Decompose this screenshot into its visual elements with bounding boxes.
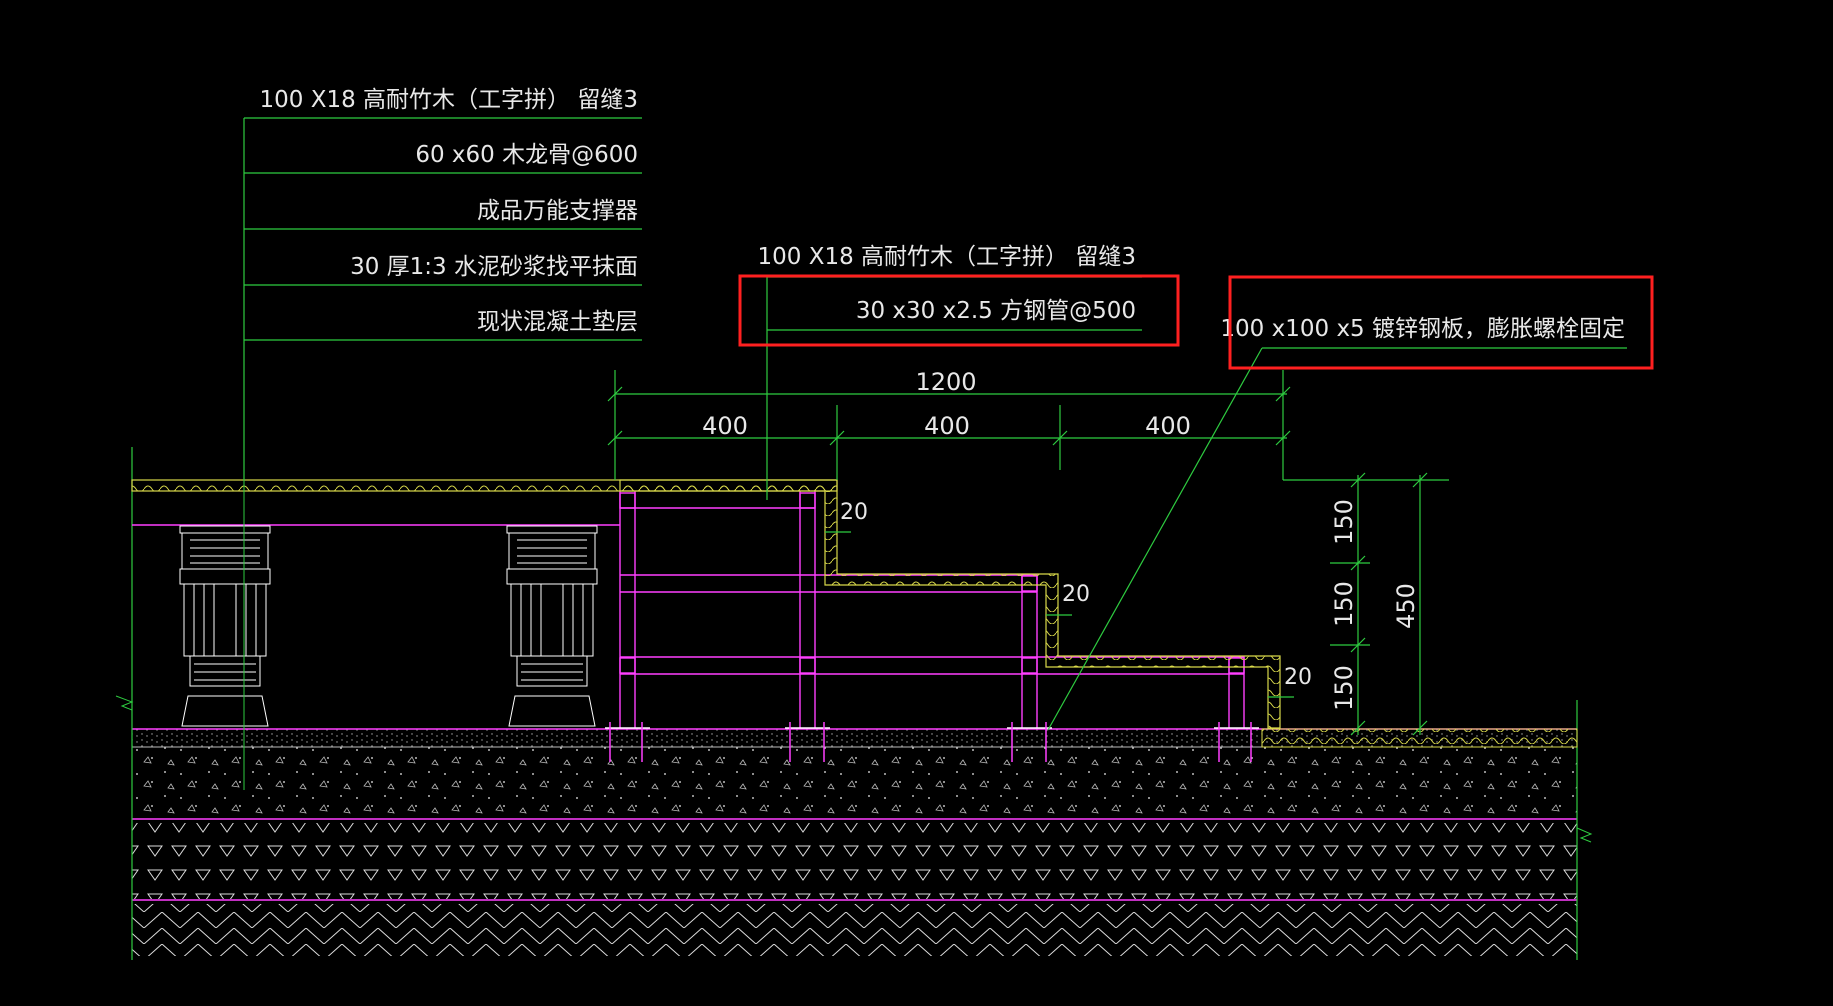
stair-steel-frame bbox=[619, 491, 1245, 728]
step-callout-decking-label: 100 X18 高耐竹木（工字拼） 留缝3 bbox=[758, 244, 1137, 270]
dimension-riser: 150 bbox=[1330, 581, 1358, 627]
dimension-segment: 400 bbox=[924, 412, 970, 440]
dimension-riser: 150 bbox=[1330, 665, 1358, 711]
dimension-total-height: 450 bbox=[1392, 583, 1420, 629]
dimension-gap: 20 bbox=[840, 500, 868, 525]
horizontal-dimension-lines bbox=[607, 370, 1449, 481]
dimension-segment: 400 bbox=[1145, 412, 1191, 440]
highlight-box-steel-plate bbox=[1228, 275, 1654, 370]
highlight-box-steel-tube bbox=[738, 274, 1180, 347]
dimension-segment: 400 bbox=[702, 412, 748, 440]
callout-label-decking: 100 X18 高耐竹木（工字拼） 留缝3 bbox=[260, 87, 639, 113]
pedestal-support bbox=[506, 525, 598, 727]
step-callout-steel-tube-label: 30 x30 x2.5 方钢管@500 bbox=[856, 298, 1136, 324]
dimension-total-width: 1200 bbox=[915, 368, 976, 396]
base-plate-anchors bbox=[605, 722, 1259, 762]
dimension-gap: 20 bbox=[1284, 665, 1312, 690]
callout-label-concrete: 现状混凝土垫层 bbox=[477, 309, 638, 335]
callout-label-mortar: 30 厚1:3 水泥砂浆找平抹面 bbox=[350, 254, 638, 280]
dimension-riser: 150 bbox=[1330, 499, 1358, 545]
dimension-gap: 20 bbox=[1062, 582, 1090, 607]
pedestal-support bbox=[179, 118, 271, 790]
plate-callout-label: 100 x100 x5 镀锌钢板，膨胀螺栓固定 bbox=[1220, 316, 1625, 342]
vertical-dimension-lines bbox=[1330, 472, 1428, 736]
ground-layers bbox=[115, 447, 1593, 960]
callout-label-wood-joist: 60 x60 木龙骨@600 bbox=[415, 142, 638, 168]
plate-callout-leaders bbox=[1047, 347, 1627, 731]
gap-dimension-lines bbox=[825, 531, 1294, 698]
left-callout-leaders bbox=[244, 117, 642, 341]
stair-wood-cladding bbox=[619, 479, 1281, 729]
callout-label-pedestal: 成品万能支撑器 bbox=[477, 198, 638, 224]
